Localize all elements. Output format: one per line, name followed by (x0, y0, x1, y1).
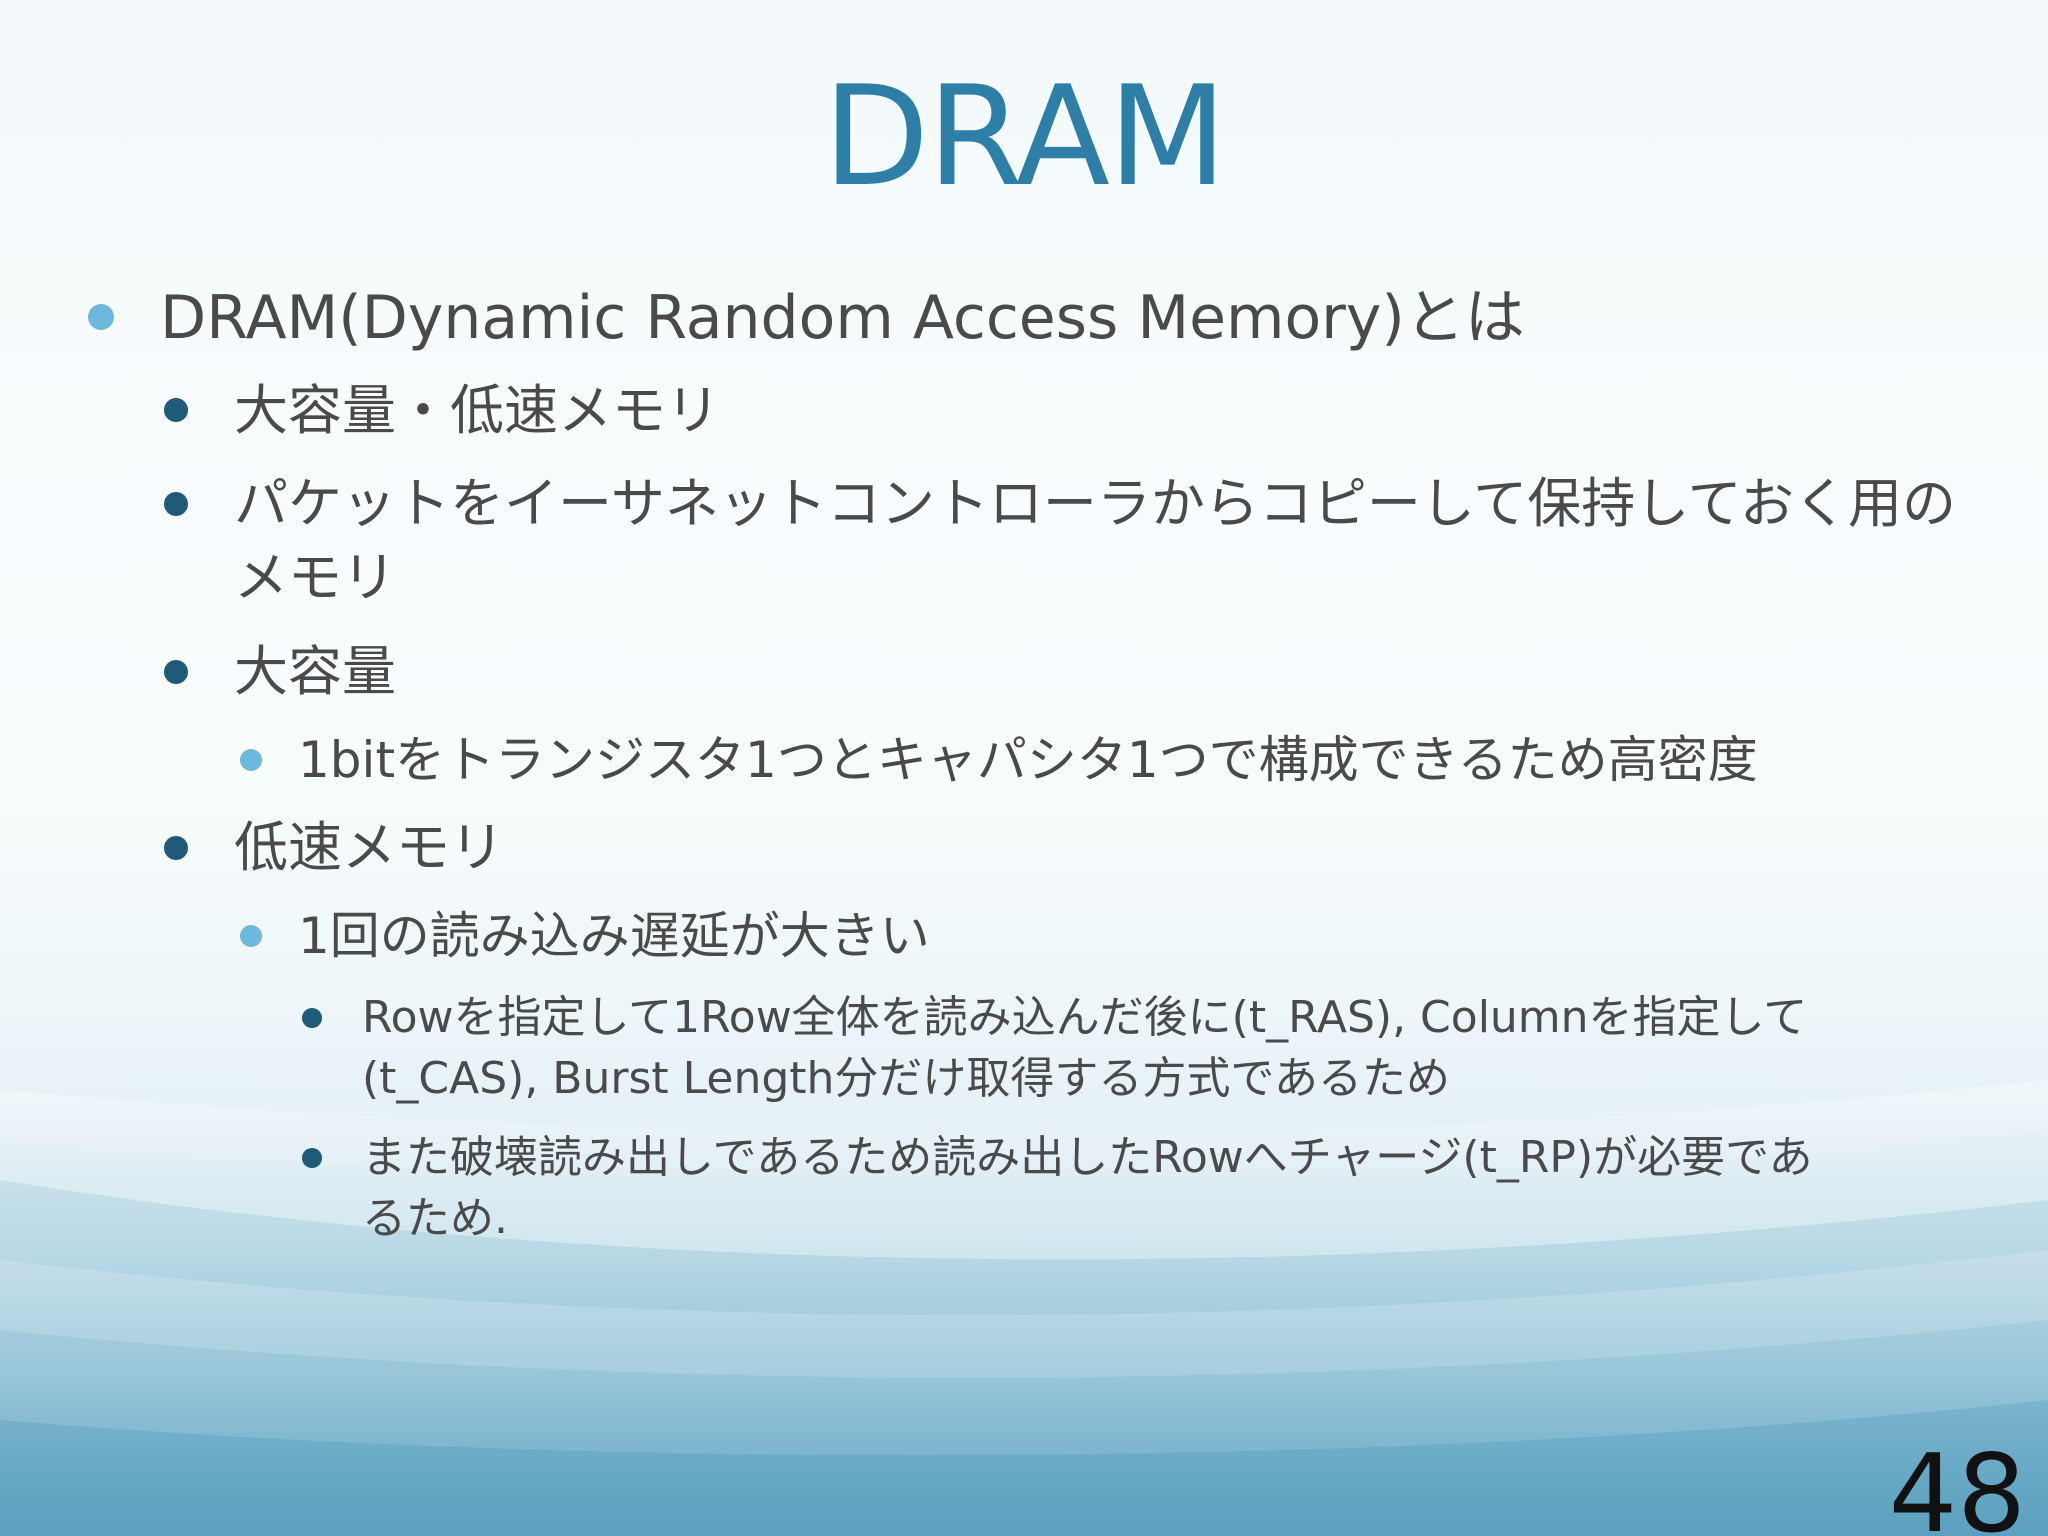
bullet-text: Rowを指定して1Row全体を読み込んだ後に(t_RAS), Columnを指定… (362, 992, 1808, 1043)
bullet-dot (88, 304, 114, 330)
slide-title: DRAM (822, 56, 1227, 217)
bullet-dot (164, 398, 188, 422)
bullet-dot (164, 836, 188, 860)
bullet-dot (302, 1148, 322, 1168)
bullet-text-continued: るため. (362, 1193, 508, 1244)
bullet-text: 1回の読み込み遅延が大きい (298, 907, 930, 965)
bullet-dot (240, 925, 262, 947)
bullet-dot (164, 492, 188, 516)
page-number: 48 (1888, 1432, 2026, 1536)
bullet-dot (302, 1008, 322, 1028)
bullet-text: DRAM(Dynamic Random Access Memory)とは (160, 283, 1525, 353)
bullet-dot (240, 749, 262, 771)
bullet-text: 低速メモリ (234, 816, 504, 879)
bullet-text: また破壊読み出しであるため読み出したRowへチャージ(t_RP)が必要であ (362, 1132, 1813, 1183)
bullet-text: 大容量・低速メモリ (234, 379, 720, 442)
bullet-text: 大容量 (234, 640, 396, 703)
bullet-text-continued: メモリ (234, 546, 396, 609)
bullet-text-continued: (t_CAS), Burst Length分だけ取得する方式であるため (362, 1053, 1450, 1104)
bullet-dot (164, 660, 188, 684)
bullet-text: 1bitをトランジスタ1つとキャパシタ1つで構成できるため高密度 (298, 731, 1758, 789)
bullet-text: パケットをイーサネットコントローラからコピーして保持しておく用の (234, 472, 1957, 535)
